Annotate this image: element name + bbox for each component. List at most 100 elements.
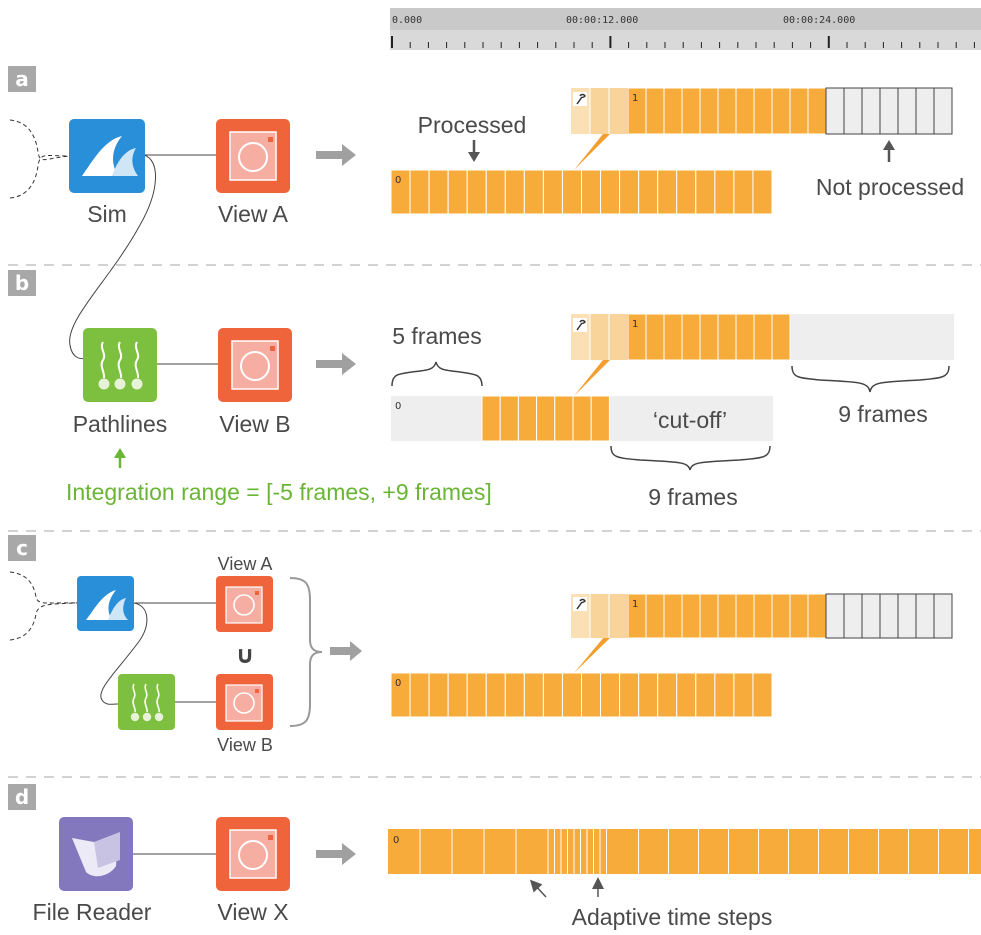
frame-cell xyxy=(771,593,791,639)
frame-cell xyxy=(753,87,773,135)
view-x-node[interactable] xyxy=(216,817,290,891)
frame-cell xyxy=(590,395,610,442)
wave-icon xyxy=(112,148,138,176)
frame-cell xyxy=(638,672,659,718)
camera-flash xyxy=(268,835,273,840)
frame-cell xyxy=(663,87,683,135)
frame-cell xyxy=(542,672,563,718)
frame-track-bottom[interactable]: 0 xyxy=(390,169,773,215)
frame-cell xyxy=(447,169,468,215)
brace-nine-frames-top xyxy=(791,365,950,393)
pathlines-node[interactable] xyxy=(83,328,157,402)
frame-cell xyxy=(645,87,665,135)
view-a-node[interactable] xyxy=(216,119,290,193)
frame-cell xyxy=(561,169,583,215)
view-a-label: View A xyxy=(218,201,289,227)
frame-track-top[interactable]: 1 xyxy=(571,593,953,673)
incoming-dashed-curve xyxy=(9,119,71,161)
connection-sim-pathlines xyxy=(69,154,156,360)
frame-cell xyxy=(733,169,754,215)
pathline-seed xyxy=(142,712,152,722)
frame-cell xyxy=(554,395,574,442)
frame-cell xyxy=(807,87,827,135)
camera-flash xyxy=(255,689,259,693)
view-b-node[interactable] xyxy=(218,328,292,402)
view-a-label: View A xyxy=(218,554,273,574)
camera-lens xyxy=(240,351,270,381)
camera-flash xyxy=(268,137,273,142)
wave-icon xyxy=(86,590,116,620)
frame-cell xyxy=(681,593,701,639)
frame-cell xyxy=(619,169,640,215)
frame-cell xyxy=(619,672,640,718)
frame-cell xyxy=(645,313,665,361)
frame-cell xyxy=(695,672,716,718)
frame-cell xyxy=(717,87,737,135)
wrench-icon xyxy=(573,92,587,106)
file-reader-node[interactable] xyxy=(59,817,133,891)
frame-track-adaptive[interactable]: 0 xyxy=(388,829,981,874)
frame-cell xyxy=(561,672,583,718)
camera-lens xyxy=(233,594,255,616)
sim-node[interactable] xyxy=(77,576,134,631)
view-b-node[interactable] xyxy=(216,674,273,730)
track-index-label: 0 xyxy=(393,835,399,846)
arrow-up-icon xyxy=(114,448,126,468)
section-b: Pathlines View B Integration range = [-5… xyxy=(66,313,954,510)
pathlines-node[interactable] xyxy=(118,674,175,730)
frame-cell xyxy=(466,672,487,718)
frame-cell xyxy=(789,593,809,639)
frame-track-top[interactable]: 1 xyxy=(571,87,953,170)
timeline-ruler[interactable]: 0.000 00:00:12.000 00:00:24.000 xyxy=(390,8,981,50)
brace-union xyxy=(289,577,323,727)
svg-text:a: a xyxy=(15,67,29,91)
ruler-ticks xyxy=(391,36,975,48)
pathlines-label: Pathlines xyxy=(73,411,168,437)
folder-icon-back xyxy=(94,832,120,868)
frame-cell xyxy=(771,87,791,135)
view-a-node[interactable] xyxy=(216,576,273,632)
ruler-tick-label-0: 0.000 xyxy=(392,15,422,26)
frame-cell xyxy=(663,593,683,639)
frame-cell xyxy=(695,169,716,215)
frame-cell xyxy=(879,87,899,135)
frame-cell xyxy=(915,87,935,135)
frame-cell xyxy=(676,169,697,215)
frame-cell xyxy=(485,169,506,215)
frame-cell xyxy=(600,672,621,718)
frame-cell xyxy=(409,672,430,718)
track-index-label: 1 xyxy=(632,599,638,610)
frame-track-top[interactable]: 1 xyxy=(571,313,954,396)
frame-cell xyxy=(752,672,773,718)
frame-cell xyxy=(676,672,697,718)
frame-cell xyxy=(714,672,735,718)
frame-cell xyxy=(825,593,845,639)
section-a: Sim View A 1 0 xyxy=(9,87,964,360)
frame-cell xyxy=(409,169,430,215)
pathline-seed xyxy=(130,712,140,722)
pathlines-icon xyxy=(100,341,140,379)
file-reader-label: File Reader xyxy=(33,899,152,925)
camera-lens xyxy=(238,840,268,870)
camera-flash xyxy=(270,346,275,351)
ruler-tick-label-1: 00:00:12.000 xyxy=(566,15,638,26)
wrench-icon xyxy=(573,318,587,332)
frame-cell xyxy=(699,593,719,639)
frame-cell xyxy=(517,395,538,442)
track-index-label: 0 xyxy=(395,401,401,412)
frame-cell xyxy=(933,87,953,135)
track-index-label: 1 xyxy=(632,93,638,104)
frame-track-bottom[interactable]: 0 ‘cut-off’ xyxy=(391,395,773,442)
view-b-label: View B xyxy=(219,411,290,437)
sim-node[interactable] xyxy=(69,119,145,193)
frame-cell xyxy=(771,313,791,361)
frame-cell xyxy=(861,87,881,135)
frame-track-bottom[interactable]: 0 xyxy=(390,672,773,718)
frame-cell xyxy=(523,169,544,215)
wrench-icon xyxy=(573,597,587,611)
frame-cell xyxy=(699,313,719,361)
arrow-down-icon xyxy=(468,140,480,162)
frame-cell xyxy=(735,313,755,361)
view-x-label: View X xyxy=(217,899,288,925)
